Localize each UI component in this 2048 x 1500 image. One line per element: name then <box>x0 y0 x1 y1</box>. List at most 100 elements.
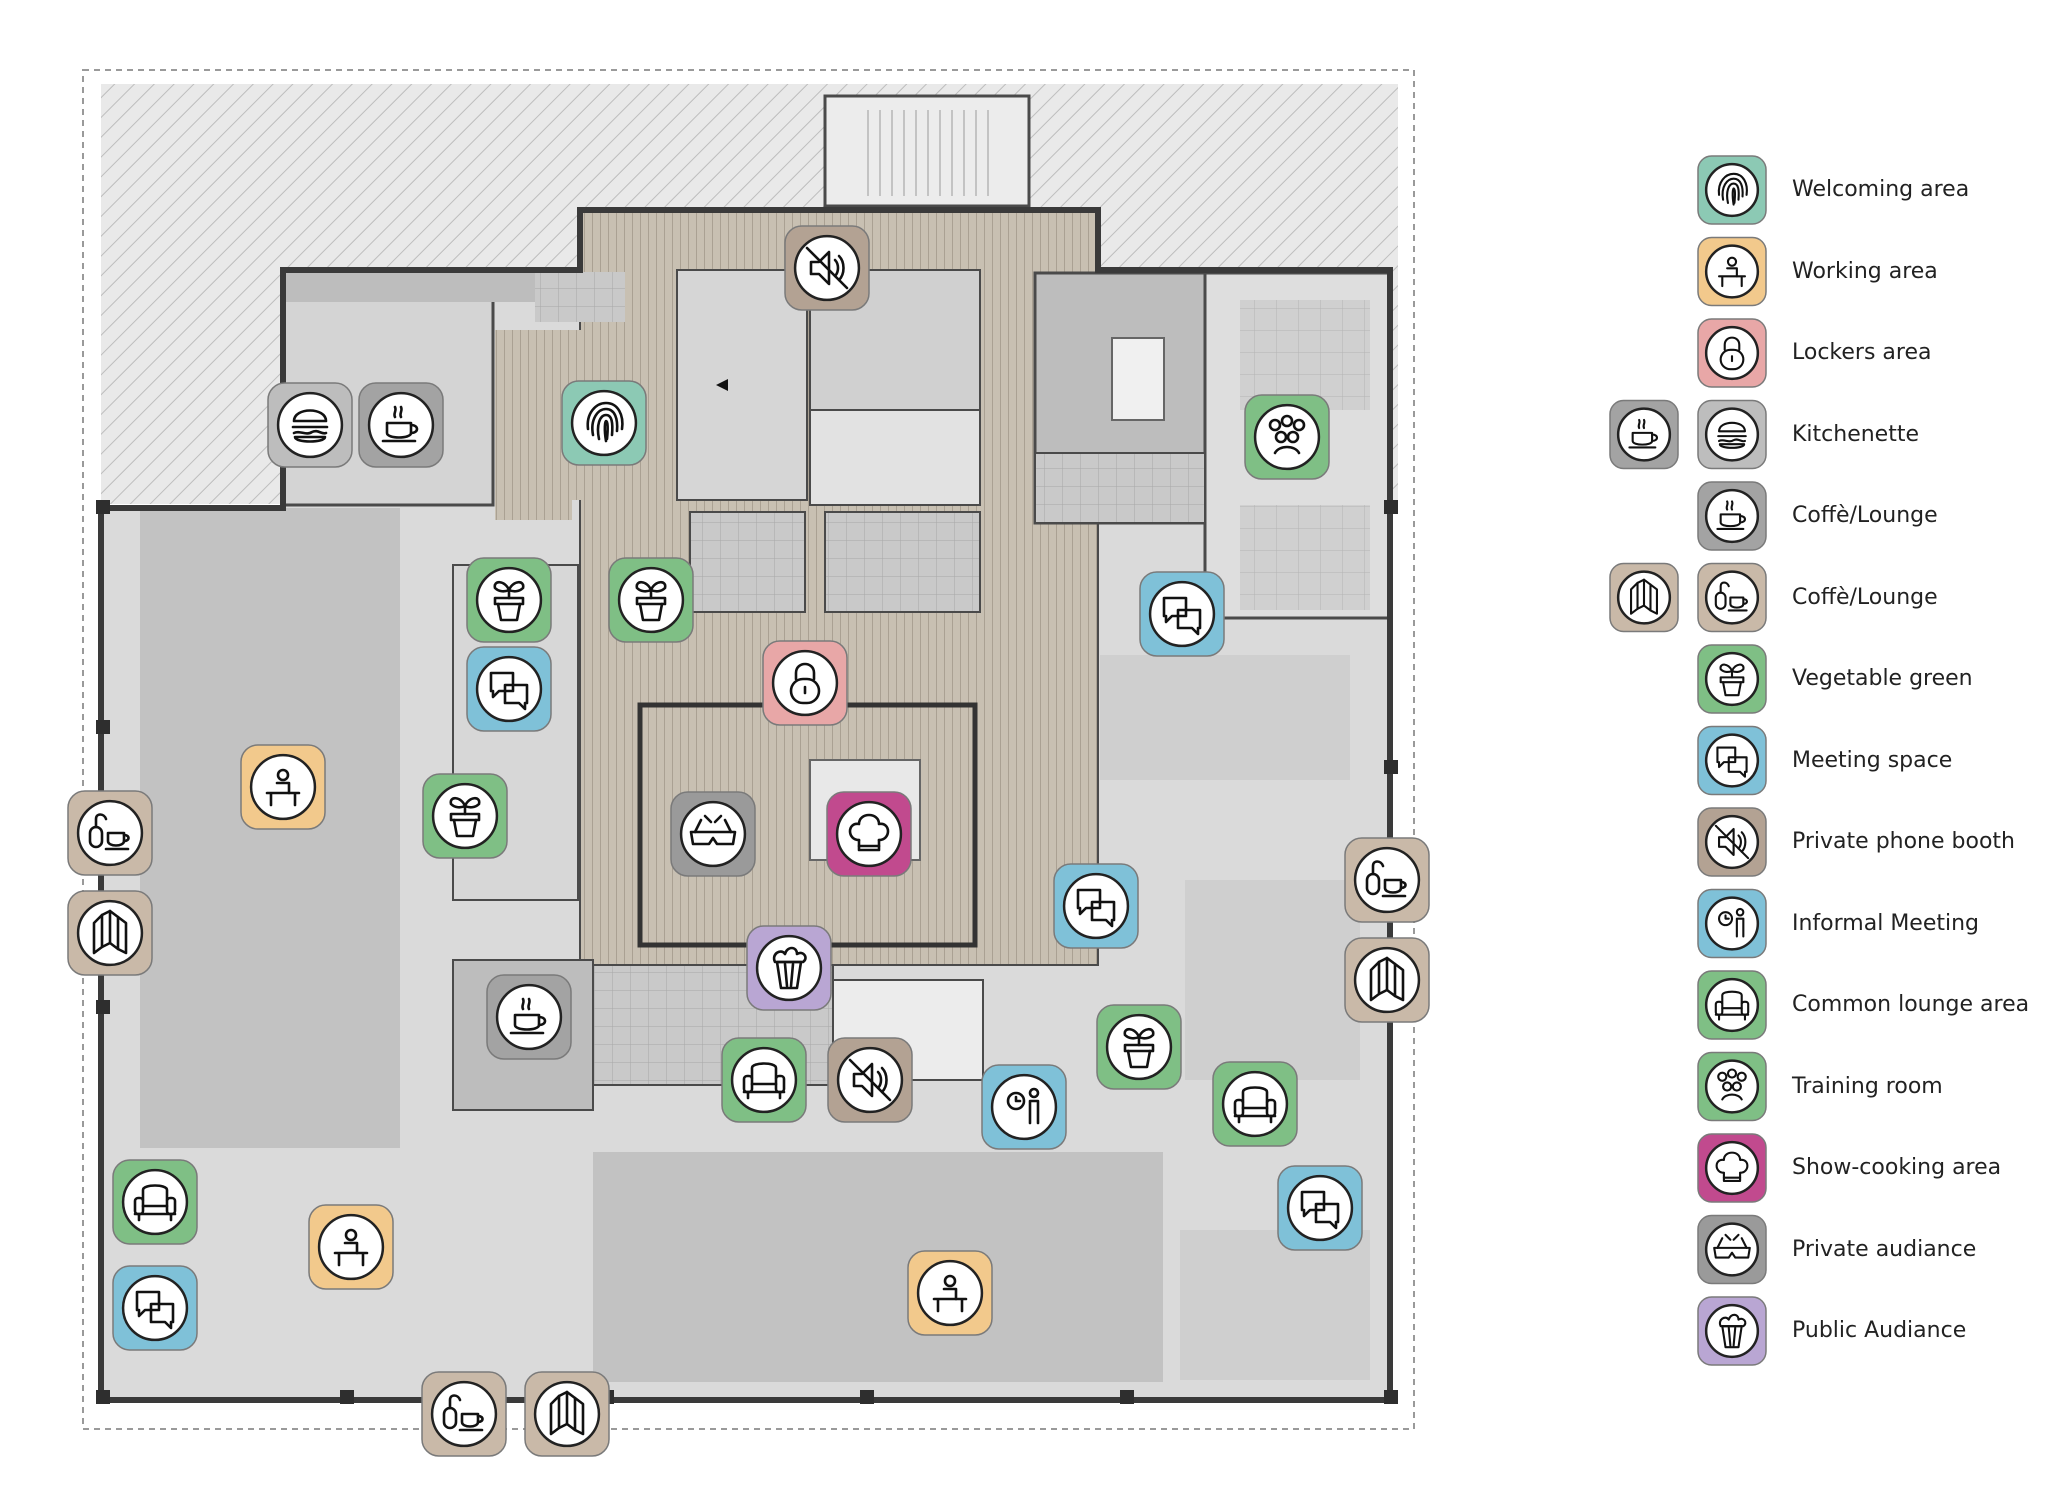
zone-marker-meeting <box>1053 863 1139 949</box>
storage-room <box>1034 452 1206 524</box>
legend-extra-swatch-kitchenette <box>1609 399 1679 470</box>
books-icon <box>1629 578 1659 615</box>
zone-marker-welcome <box>561 380 647 466</box>
zone-marker-coffee_mouse <box>1344 837 1430 923</box>
plant-pot-icon <box>449 796 481 838</box>
office-table <box>1111 337 1165 421</box>
perimeter-wall <box>98 207 1393 1403</box>
legend-swatch-informal <box>1697 888 1767 959</box>
popcorn-icon <box>772 946 807 990</box>
legend-swatch-lockers <box>1697 318 1767 388</box>
mute-speaker-icon <box>1714 824 1750 860</box>
legend-swatch-lounge <box>1697 970 1767 1040</box>
mute-speaker-icon <box>805 246 849 290</box>
zone-marker-meeting <box>1139 571 1225 657</box>
legend-label-training: Training room <box>1792 1073 1943 1099</box>
zone-marker-veg <box>608 557 694 643</box>
zone-marker-lounge <box>1212 1061 1298 1147</box>
zone-marker-coffee <box>358 382 444 468</box>
legend-label-private_aud: Private audiance <box>1792 1236 1977 1262</box>
desk-person-icon <box>1717 256 1747 288</box>
plant-pot-icon <box>1123 1027 1155 1069</box>
legend-label-kitchenette: Kitchenette <box>1792 421 1920 447</box>
zone-marker-phone <box>784 225 870 311</box>
chat-bubbles-icon <box>489 671 529 711</box>
books-icon <box>549 1390 585 1436</box>
zone-marker-training <box>1244 394 1330 480</box>
zone-marker-showcook <box>826 791 912 877</box>
legend-label-coffee_mouse: Coffè/Lounge <box>1792 584 1938 610</box>
legend-swatch-private_aud <box>1697 1214 1767 1285</box>
kitchen-pantry <box>535 272 625 322</box>
zone-marker-meeting <box>112 1265 198 1351</box>
armchair-icon <box>1714 990 1750 1021</box>
legend-label-veg: Vegetable green <box>1792 666 1973 691</box>
zone-marker-phone <box>827 1037 913 1123</box>
training-seats-2 <box>1240 505 1370 610</box>
mute-speaker-icon <box>848 1058 892 1102</box>
coffee-cup-icon <box>381 405 419 443</box>
lift-core <box>676 269 808 501</box>
books-icon <box>1369 956 1405 1002</box>
legend-label-coffee: Coffè/Lounge <box>1792 503 1938 528</box>
legend-swatch-welcome <box>1697 155 1767 225</box>
legend-label-phone: Private phone booth <box>1792 829 2015 854</box>
armchair-icon <box>742 1062 786 1100</box>
north-arrow <box>716 379 728 391</box>
legend-label-informal: Informal Meeting <box>1792 910 1980 936</box>
zone-marker-coffee_extra <box>1344 937 1430 1023</box>
legend-swatch-coffee <box>1697 481 1767 551</box>
burger-icon <box>291 409 329 443</box>
legend-swatch-coffee_mouse <box>1697 562 1767 633</box>
zone-marker-private_aud <box>670 791 756 877</box>
plant-pot-icon <box>1719 663 1745 697</box>
training-seats <box>1240 300 1370 410</box>
zone-marker-kitchenette <box>267 382 353 468</box>
right-lower-zone <box>1185 880 1360 1080</box>
zone-marker-meeting <box>466 646 552 732</box>
bottom-right-zone <box>1180 1230 1370 1380</box>
mouse-coffee-icon <box>1714 581 1748 612</box>
mouse-coffee-icon <box>88 813 130 851</box>
fingerprint-icon <box>1717 172 1748 206</box>
desk-person-icon <box>265 768 301 807</box>
group-icon <box>1717 1068 1747 1101</box>
chat-bubbles-icon <box>1300 1190 1340 1230</box>
zone-marker-coffee_extra <box>67 890 153 976</box>
desk-person-icon <box>333 1228 369 1267</box>
chat-bubbles-icon <box>1076 888 1116 928</box>
zone-marker-work <box>308 1204 394 1290</box>
chat-bubbles-icon <box>1716 746 1748 778</box>
zone-marker-meeting <box>1277 1165 1363 1251</box>
wc-block <box>809 409 981 506</box>
chef-hat-icon <box>1715 1151 1749 1183</box>
coffee-cup-icon <box>509 997 547 1035</box>
restroom-right <box>824 511 981 613</box>
legend-label-meeting: Meeting space <box>1792 747 1953 773</box>
zone-marker-coffee <box>486 974 572 1060</box>
popcorn-icon <box>1718 1313 1747 1349</box>
chef-hat-icon <box>848 813 890 852</box>
legend-swatch-work <box>1697 236 1767 307</box>
zone-marker-work <box>907 1250 993 1336</box>
mouse-coffee-icon <box>442 1394 484 1432</box>
zone-marker-veg <box>1096 1004 1182 1090</box>
coffee-cup-icon <box>1628 418 1658 449</box>
zone-marker-veg <box>422 773 508 859</box>
padlock-icon <box>789 662 821 705</box>
legend-label-welcome: Welcoming area <box>1792 177 1970 202</box>
zone-marker-veg <box>466 557 552 643</box>
legend-swatch-showcook <box>1697 1133 1767 1203</box>
clock-person-icon <box>1717 907 1745 938</box>
padlock-icon <box>1719 336 1745 371</box>
legend-swatch-kitchenette <box>1697 399 1767 470</box>
zone-marker-informal <box>981 1064 1067 1150</box>
zone-marker-lockers <box>762 640 848 726</box>
plant-pot-icon <box>493 580 525 622</box>
legend-label-work: Working area <box>1792 258 1938 284</box>
chat-bubbles-icon <box>135 1290 175 1330</box>
chat-bubbles-icon <box>1162 596 1202 636</box>
legend-swatch-training <box>1697 1051 1767 1122</box>
coffee-cup-icon <box>1716 500 1746 531</box>
restroom-left <box>689 511 806 613</box>
